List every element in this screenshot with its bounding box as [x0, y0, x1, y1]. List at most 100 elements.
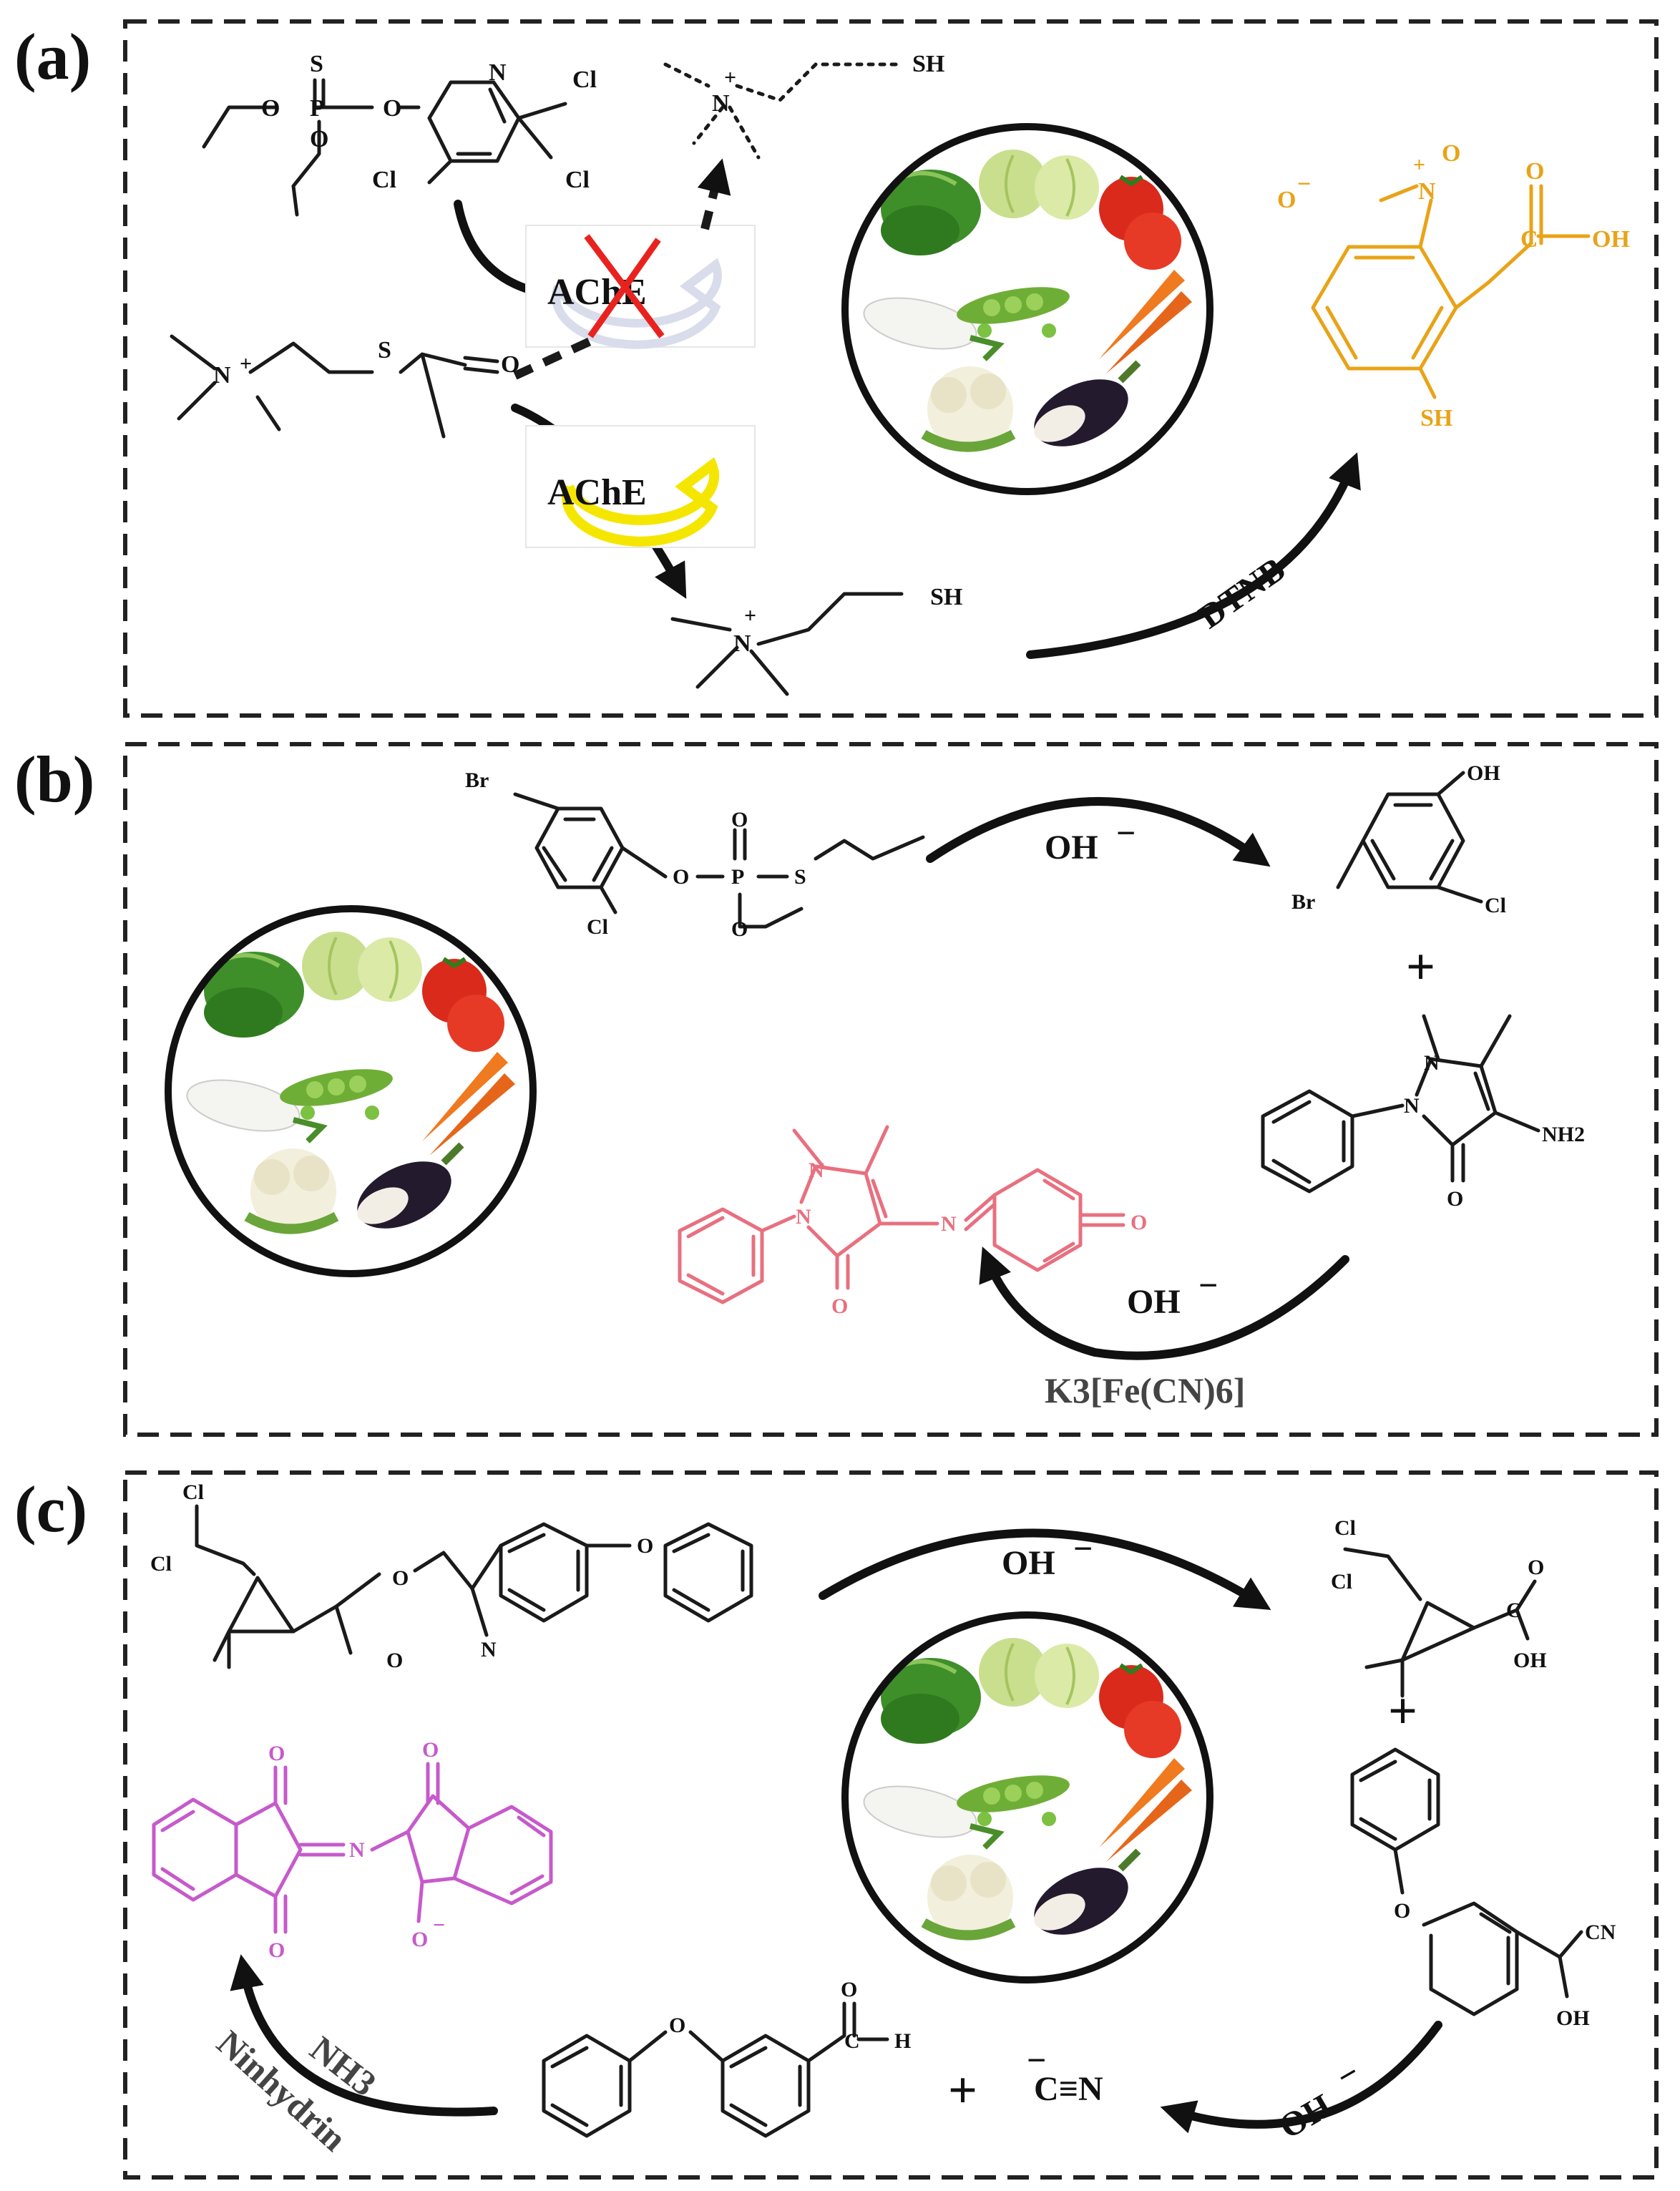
- atom-o: O: [1447, 1187, 1463, 1211]
- atom-n-plus: N: [213, 362, 231, 389]
- ruhemanns-purple-structure: O O N O O −: [152, 1738, 553, 1962]
- decomposition-arrow: [1160, 2021, 1442, 2134]
- atom-s: S: [310, 51, 323, 77]
- atom-n-plus: N: [712, 90, 730, 117]
- charge-plus: +: [1413, 153, 1425, 177]
- atom-o: O: [268, 1742, 285, 1765]
- charge-minus: −: [1116, 814, 1136, 852]
- vegetable-basket-a: [841, 123, 1213, 495]
- panel-b-label: (b): [14, 743, 94, 816]
- atom-o: O: [1394, 1899, 1410, 1923]
- atom-cl: Cl: [372, 167, 396, 193]
- vegetable-basket-c: [841, 1611, 1213, 1983]
- hydroxide-label-bottom: OH: [1127, 1283, 1181, 1321]
- panel-c-frame: [123, 1470, 1659, 2180]
- cyanide-charge: −: [1027, 2041, 1046, 2079]
- atom-o-minus: O: [1277, 187, 1296, 213]
- atom-c: C: [844, 2029, 860, 2053]
- panel-a-label: (a): [14, 20, 91, 93]
- chlorpyrifos-structure: O P S O O N Cl Cl Cl: [202, 51, 597, 217]
- dtnb-reagent-label: DTNB: [1192, 550, 1292, 636]
- dcvaa-structure: Cl Cl O C OH: [1331, 1516, 1547, 1698]
- atom-o: O: [1442, 140, 1460, 167]
- atom-cl: Cl: [1334, 1516, 1356, 1540]
- ache-active-label: AChE: [547, 472, 647, 513]
- atom-o: O: [392, 1566, 409, 1590]
- atom-p: P: [731, 865, 744, 889]
- panel-a: O P S O O N Cl Cl Cl AChE N + SH: [168, 51, 1630, 696]
- atom-o: O: [731, 917, 748, 941]
- atom-cl: Cl: [1331, 1570, 1352, 1594]
- hydroxide-label-right: OH: [1273, 2087, 1338, 2146]
- atom-br: Br: [465, 768, 489, 792]
- oxidant-label: K3[Fe(CN)6]: [1045, 1370, 1245, 1410]
- atom-n-plus: N: [733, 630, 751, 657]
- atom-n: N: [1404, 1094, 1420, 1118]
- atom-o: O: [422, 1738, 439, 1762]
- antipyrine-dye-structure: N N N O O: [678, 1125, 1147, 1318]
- inhibited-ache: AChE: [525, 225, 756, 349]
- charge-plus: +: [744, 604, 756, 628]
- atom-o: O: [1528, 1556, 1544, 1579]
- cypermethrin-structure: Cl Cl O O N O: [150, 1480, 753, 1672]
- panel-a-frame: [123, 19, 1659, 718]
- atom-o: O: [1525, 158, 1544, 185]
- atom-o: O: [386, 1649, 403, 1672]
- atom-o: O: [731, 808, 748, 831]
- active-ache: AChE: [525, 425, 756, 548]
- panel-c-label: (c): [14, 1473, 87, 1546]
- charge-plus: +: [724, 66, 736, 89]
- tnb-product-structure: O − N + O O C OH SH: [1277, 140, 1630, 431]
- atom-oh: OH: [1513, 1649, 1547, 1672]
- charge-minus: −: [433, 1913, 445, 1937]
- atom-n: N: [1424, 1051, 1440, 1075]
- atom-c: C: [1506, 1599, 1522, 1622]
- atom-oh: OH: [1592, 226, 1630, 253]
- hydrolysis-arrow-b: [926, 797, 1271, 867]
- plus-sign: +: [1406, 938, 1435, 995]
- atom-n-plus: N: [1418, 178, 1436, 205]
- atom-o: O: [637, 1534, 653, 1558]
- atom-n: N: [481, 1638, 497, 1661]
- atom-n: N: [489, 59, 507, 86]
- profenofos-structure: Br Cl O P O O S: [465, 768, 925, 941]
- bromochlorophenol-structure: OH Br Cl: [1291, 761, 1506, 917]
- inhibition-cross-icon: [584, 234, 665, 338]
- atom-s: S: [378, 337, 391, 363]
- atom-o: O: [268, 1938, 285, 1962]
- atom-o-minus: O: [411, 1928, 428, 1951]
- panel-b-frame: [123, 742, 1659, 1437]
- atom-n: N: [809, 1158, 824, 1182]
- atom-sh: SH: [912, 51, 944, 77]
- atom-o: O: [831, 1294, 848, 1318]
- hydroxide-label-top: OH: [1002, 1544, 1055, 1582]
- atom-o: O: [841, 1978, 857, 2001]
- atom-o: O: [383, 95, 401, 122]
- atom-o: O: [669, 2014, 685, 2037]
- atom-cl: Cl: [565, 167, 590, 193]
- atom-cl: Cl: [572, 67, 597, 93]
- atom-s: S: [794, 865, 806, 889]
- atom-br: Br: [1291, 890, 1315, 914]
- atom-n: N: [941, 1212, 957, 1236]
- charge-minus: −: [1073, 1530, 1093, 1568]
- atom-cn: CN: [1585, 1921, 1616, 1944]
- panel-b: Br Cl O P O O S OH − OH Br Cl +: [165, 761, 1585, 1410]
- atom-n: N: [349, 1838, 365, 1862]
- dtnb-arrow: [1026, 452, 1361, 659]
- atom-cl: Cl: [182, 1480, 204, 1504]
- ninhydrin-arrow: [230, 1954, 498, 2117]
- atom-sh: SH: [1420, 405, 1452, 431]
- hydroxide-label-top: OH: [1045, 829, 1098, 867]
- atom-oh: OH: [1467, 761, 1500, 785]
- panel-c: Cl Cl O O N O OH − Cl Cl O C OH +: [150, 1480, 1616, 2159]
- atom-nh2: NH2: [1542, 1123, 1585, 1146]
- phenoxybenzaldehyde-structure: O O C H: [542, 1978, 911, 2138]
- atom-h: H: [894, 2029, 911, 2053]
- cyanide-label: C≡N: [1034, 2070, 1103, 2108]
- charge-plus: +: [240, 352, 252, 376]
- hydrolysis-arrow-c: [819, 1528, 1271, 1611]
- atom-o: O: [310, 126, 328, 152]
- atom-cl: Cl: [150, 1552, 172, 1576]
